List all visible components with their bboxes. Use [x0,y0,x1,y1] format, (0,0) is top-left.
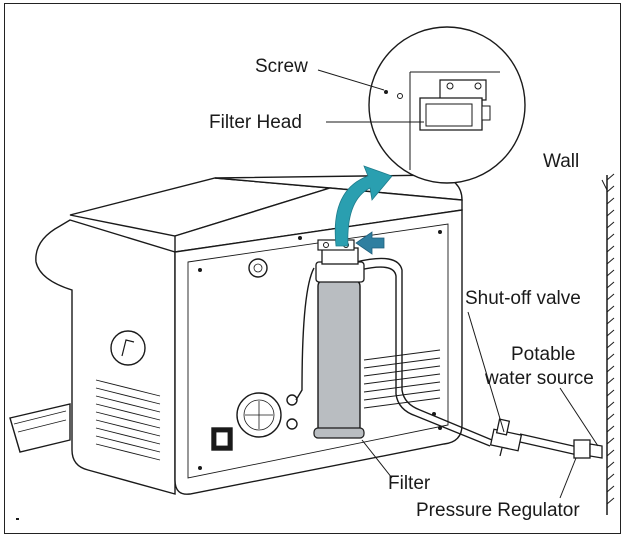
label-pressure-regulator: Pressure Regulator [416,500,580,521]
label-filter: Filter [388,473,431,494]
label-potable: Potable [511,344,576,365]
label-water-source: water source [485,368,594,389]
label-shutoff-valve: Shut-off valve [465,288,581,309]
corner-mark [16,518,19,520]
detail-circle [368,26,526,184]
label-wall: Wall [543,151,580,172]
curved-arrow-icon [334,165,393,247]
water-line [295,257,583,457]
label-screw: Screw [255,56,308,77]
filter-assembly [313,239,365,439]
pressure-regulator [573,439,603,459]
push-arrow-icon [355,231,385,255]
wall [606,173,615,515]
leader-lines [317,69,608,499]
shutoff-valve [489,418,523,457]
label-filter-head: Filter Head [209,112,302,133]
ice-machine [9,174,463,495]
